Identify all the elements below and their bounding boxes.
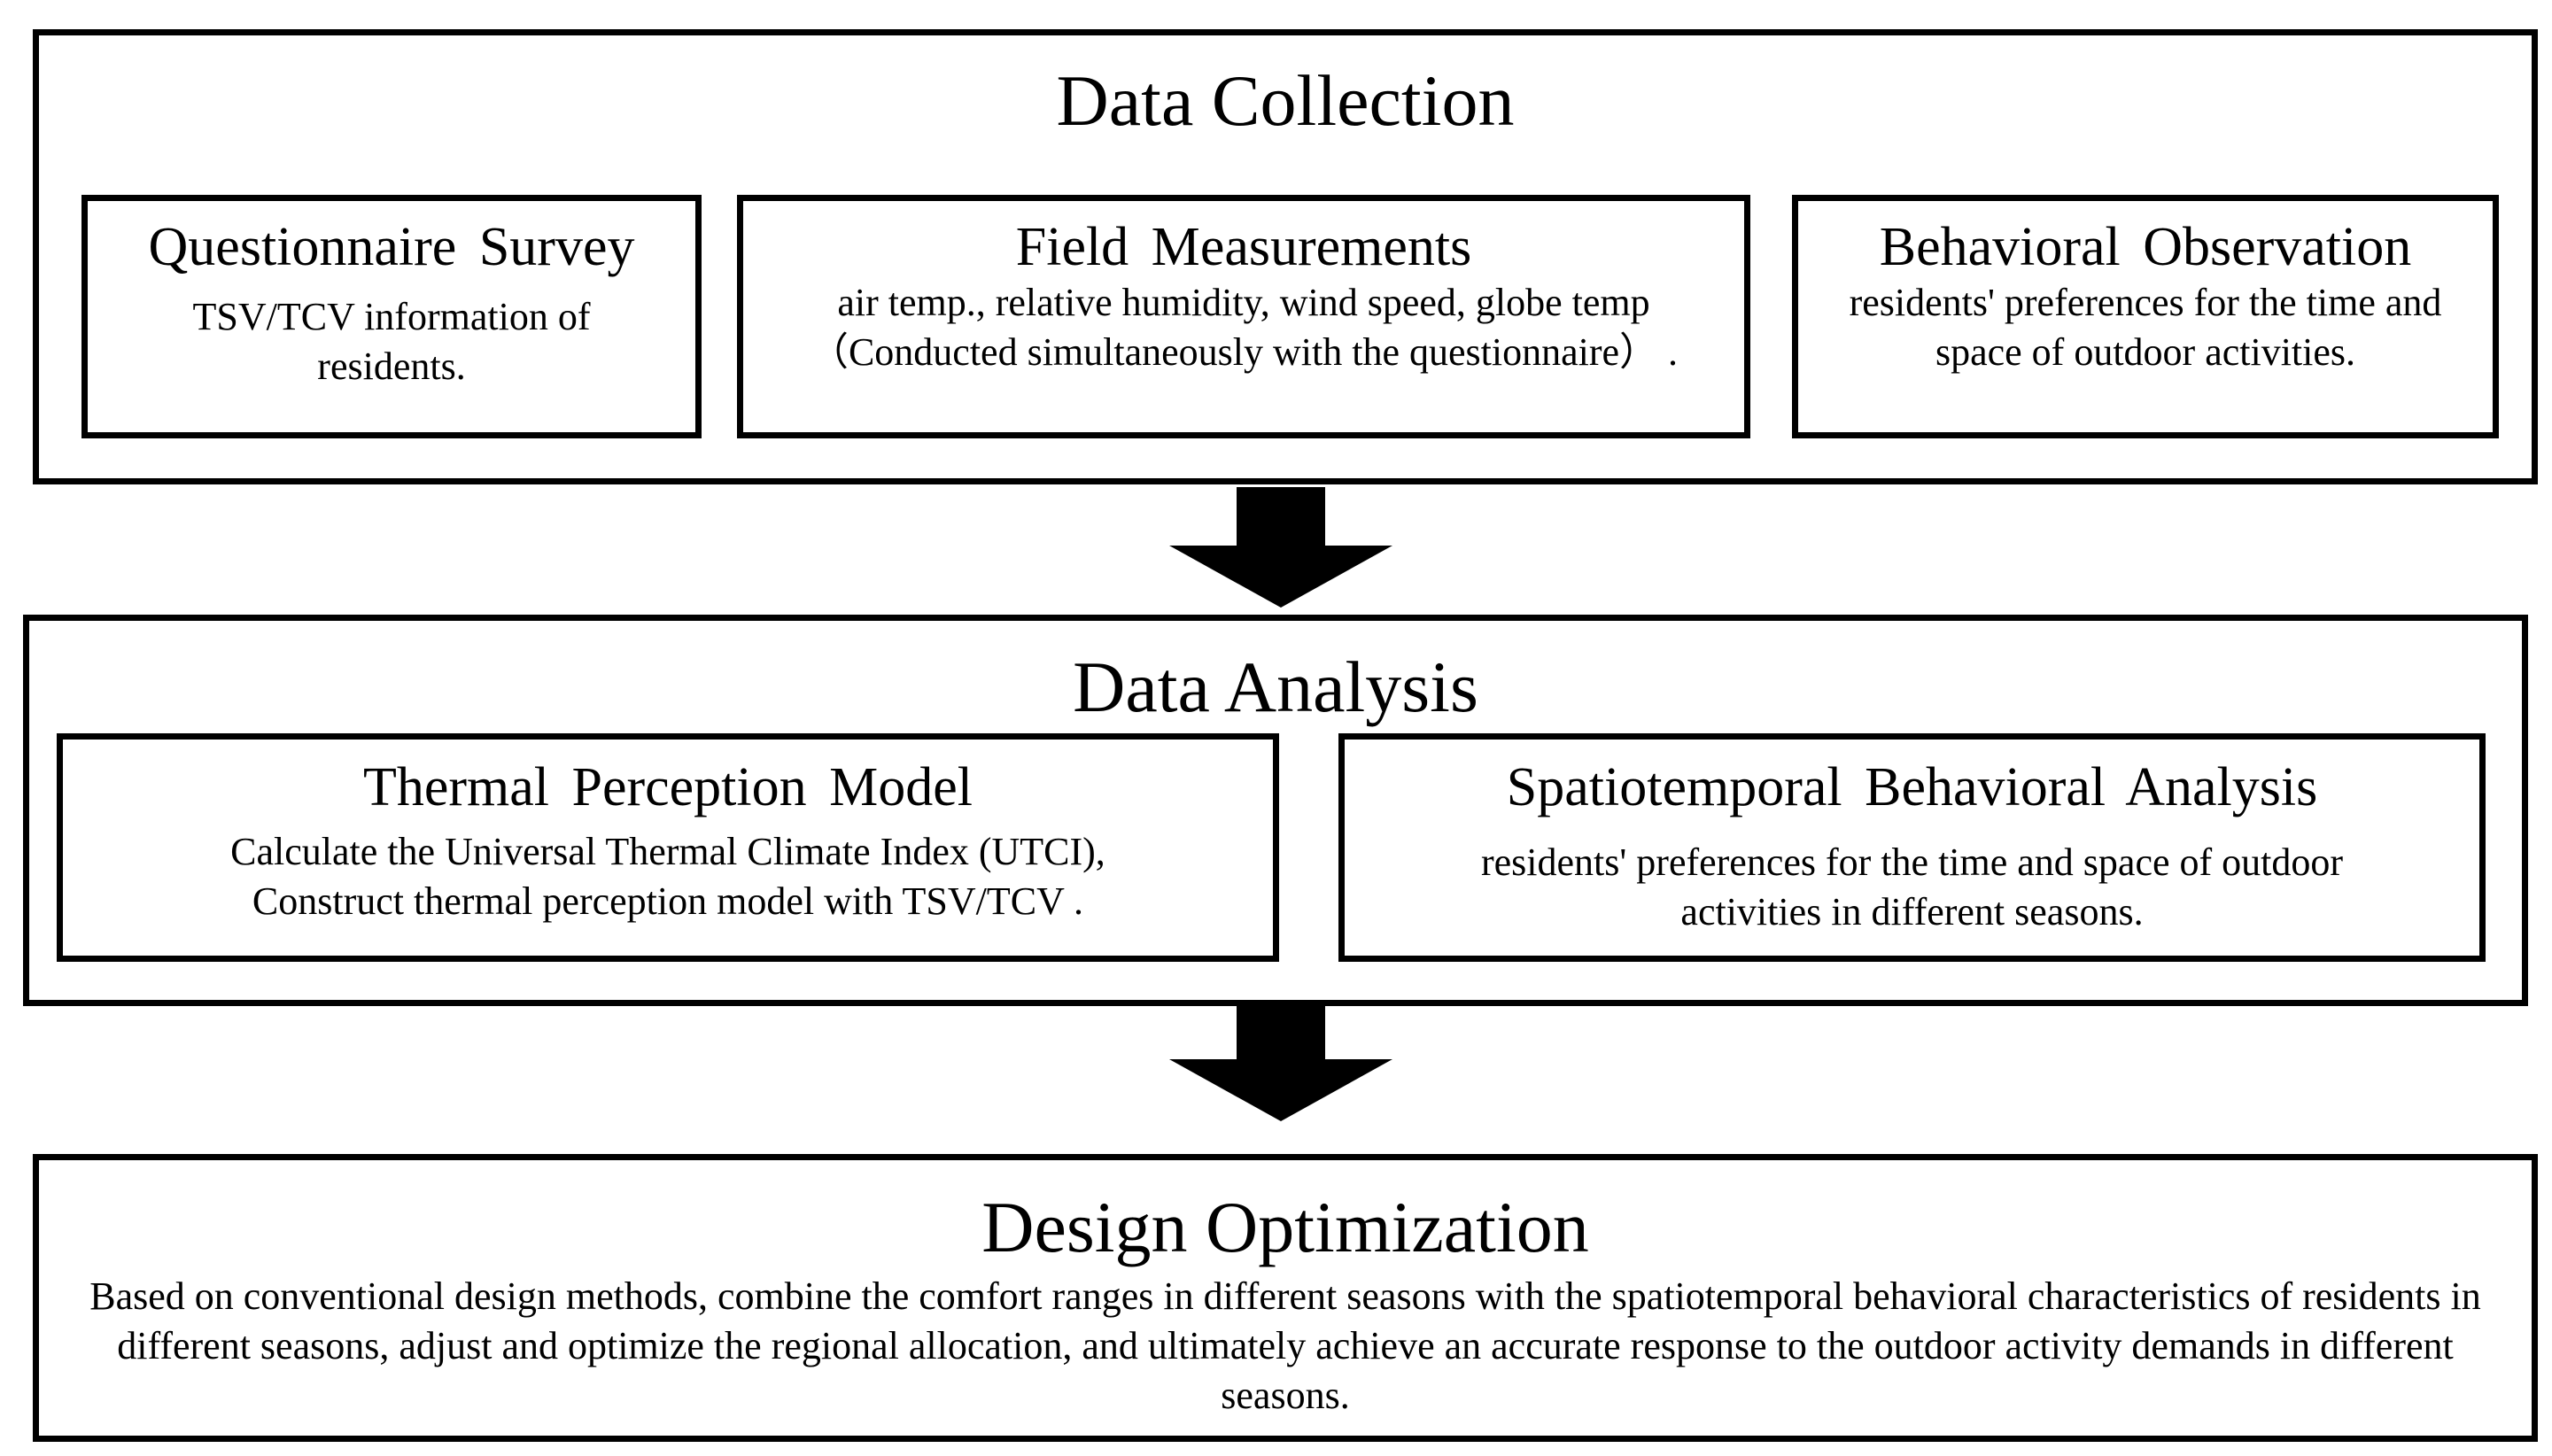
design-optimization-section: Design Optimization Based on conventiona…	[33, 1154, 2538, 1442]
field-measurements-title: Field Measurements	[1015, 217, 1472, 277]
questionnaire-survey-title: Questionnaire Survey	[148, 217, 635, 277]
thermal-perception-model-text: Calculate the Universal Thermal Climate …	[230, 830, 1105, 924]
spatiotemporal-analysis-box: Spatiotemporal Behavioral Analysis resid…	[1338, 733, 2486, 962]
down-arrow-icon	[1169, 487, 1392, 608]
down-arrow-icon	[1169, 1001, 1392, 1121]
behavioral-observation-title: Behavioral Observation	[1879, 217, 2412, 277]
data-analysis-section: Data Analysis Thermal Perception Model C…	[23, 615, 2528, 1006]
behavioral-observation-text: residents' preferences for the time and …	[1849, 281, 2442, 375]
field-measurements-text: air temp., relative humidity, wind speed…	[809, 281, 1679, 375]
questionnaire-survey-box: Questionnaire Survey TSV/TCV information…	[81, 195, 702, 438]
field-measurements-box: Field Measurements air temp., relative h…	[737, 195, 1750, 438]
thermal-perception-model-title: Thermal Perception Model	[362, 757, 973, 817]
thermal-perception-model-box: Thermal Perception Model Calculate the U…	[57, 733, 1279, 962]
spatiotemporal-analysis-text: residents' preferences for the time and …	[1480, 840, 2344, 934]
design-optimization-text: Based on conventional design methods, co…	[89, 1274, 2481, 1417]
spatiotemporal-analysis-title: Spatiotemporal Behavioral Analysis	[1506, 757, 2318, 817]
design-optimization-title: Design Optimization	[981, 1187, 1589, 1267]
questionnaire-survey-text: TSV/TCV information of residents.	[192, 295, 591, 389]
behavioral-observation-box: Behavioral Observation residents' prefer…	[1792, 195, 2499, 438]
data-analysis-title: Data Analysis	[1073, 647, 1478, 727]
data-collection-title: Data Collection	[1056, 60, 1515, 141]
data-collection-section: Data Collection Questionnaire Survey TSV…	[33, 29, 2538, 484]
